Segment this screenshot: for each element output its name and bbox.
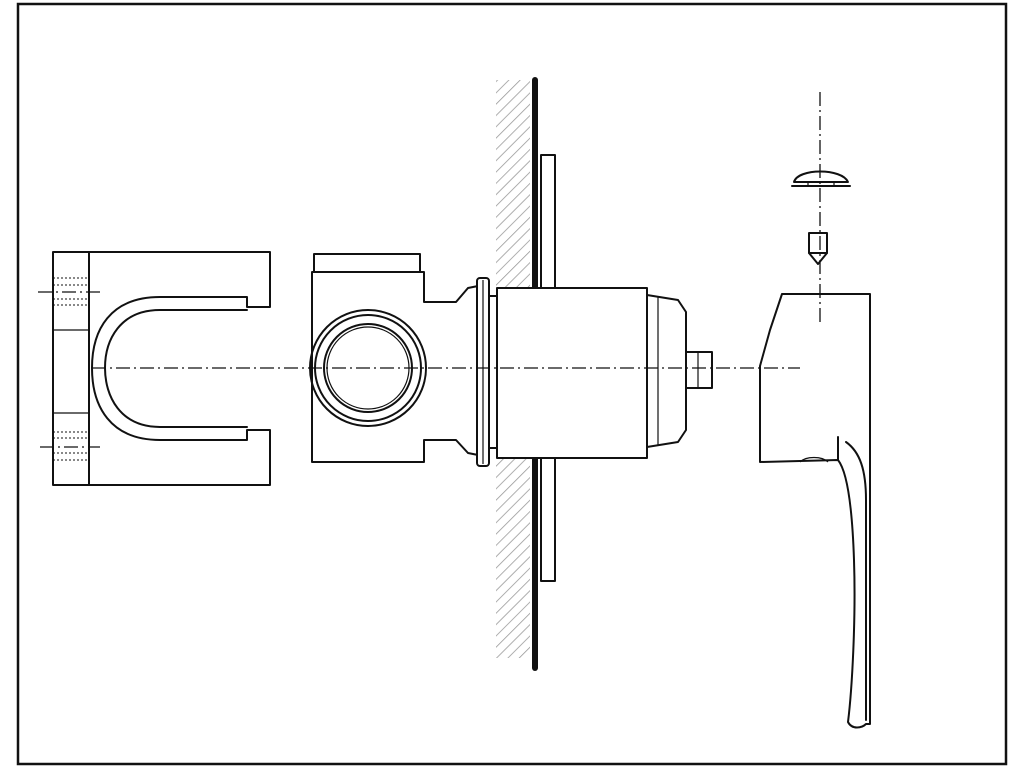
lever-handle [759, 293, 871, 729]
valve-cartridge [496, 287, 713, 459]
grub-screw [808, 232, 828, 265]
valve-body [309, 253, 500, 467]
cartridge-spindle [685, 351, 713, 389]
drawing-border [16, 2, 1008, 766]
handle-cap [791, 170, 851, 187]
